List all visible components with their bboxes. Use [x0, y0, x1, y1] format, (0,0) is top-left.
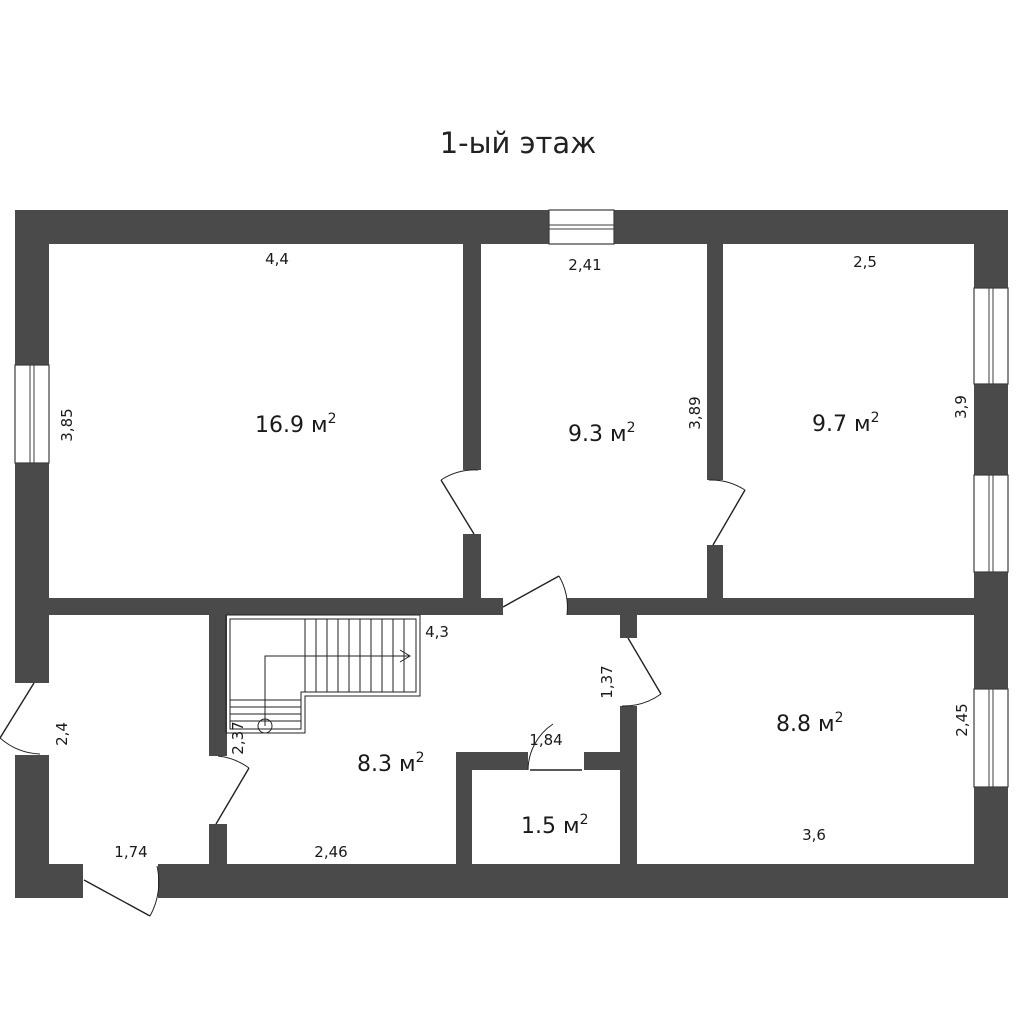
- dim-hall-door-side: 1,37: [598, 665, 616, 698]
- area-bedroom-2: 9.7 м2: [812, 410, 880, 437]
- room-areas: 16.9 м2 9.3 м2 9.7 м2 8.3 м2 8.8 м2 1.5 …: [255, 410, 880, 839]
- dim-stair-side: 2,37: [229, 721, 247, 754]
- window-top: [548, 209, 615, 245]
- dim-living-width: 4,4: [265, 250, 289, 268]
- door-bathroom: [527, 723, 582, 771]
- dim-kitchen-width: 3,6: [802, 826, 826, 844]
- dim-hall-width: 2,46: [314, 843, 347, 861]
- dim-entry-width: 1,74: [114, 843, 147, 861]
- door-bedroom-1: [502, 575, 568, 616]
- area-hall: 8.3 м2: [357, 750, 425, 777]
- door-bedroom-2: [708, 479, 746, 546]
- dimensions: 4,4 2,41 2,5 4,3 1,74 2,46 1,84 3,6 3,85…: [53, 250, 971, 861]
- windows: [14, 209, 1009, 788]
- window-right-2: [973, 474, 1009, 573]
- door-entrance-bottom: [83, 865, 160, 917]
- walls: [15, 210, 1008, 898]
- page-title: 1-ый этаж: [440, 126, 597, 160]
- area-bedroom-1: 9.3 м2: [568, 420, 636, 447]
- dim-bedroom-2-height: 3,9: [952, 395, 970, 419]
- dim-living-height: 3,85: [58, 408, 76, 441]
- dim-bedroom-1-width: 2,41: [568, 256, 601, 274]
- area-living: 16.9 м2: [255, 411, 337, 438]
- dim-bedroom-1-height: 3,89: [686, 396, 704, 429]
- dim-stair-width: 4,3: [425, 623, 449, 641]
- doors: [0, 469, 746, 917]
- window-right-3: [973, 688, 1009, 788]
- door-kitchen: [621, 637, 662, 707]
- window-right-1: [973, 287, 1009, 385]
- door-living: [440, 469, 479, 535]
- door-hall: [215, 755, 250, 825]
- window-left: [14, 364, 50, 464]
- dim-kitchen-height: 2,45: [953, 703, 971, 736]
- area-kitchen: 8.8 м2: [776, 710, 844, 737]
- door-entrance-left: [0, 682, 41, 755]
- staircase: [225, 614, 421, 734]
- dim-entry-height: 2,4: [53, 722, 71, 746]
- area-bathroom: 1.5 м2: [521, 812, 589, 839]
- dim-bathroom-width: 1,84: [529, 731, 562, 749]
- dim-bedroom-2-width: 2,5: [853, 253, 877, 271]
- door-openings: [15, 470, 723, 898]
